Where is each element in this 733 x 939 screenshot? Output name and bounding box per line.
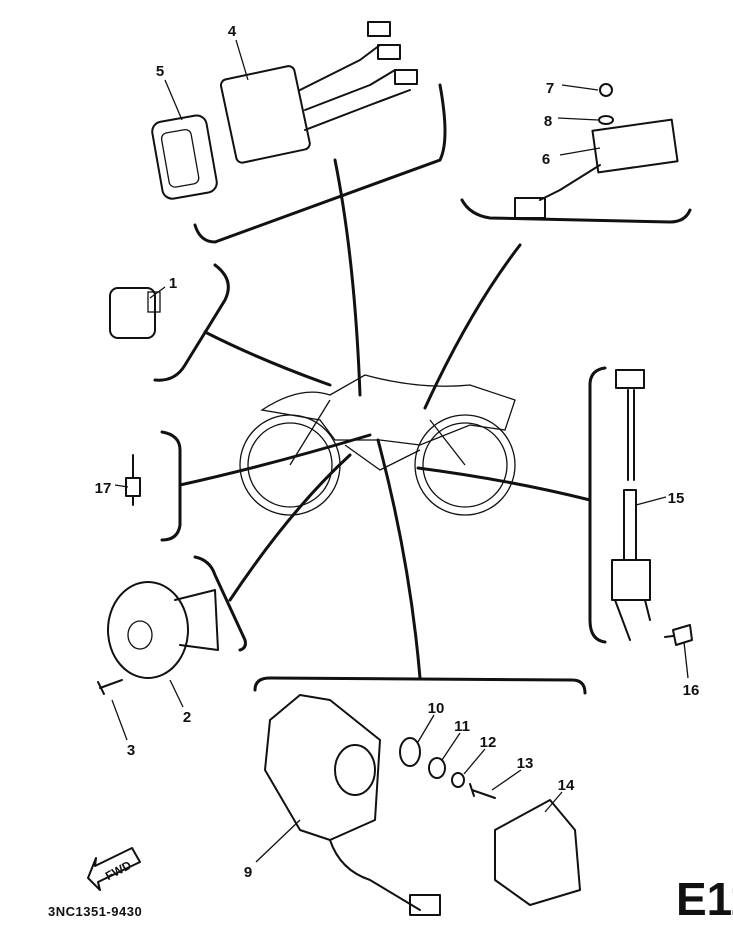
- forward-arrow-icon: FWD: [87, 847, 141, 891]
- callout-leaders: [111, 39, 689, 863]
- part-horn: [97, 581, 219, 695]
- part-flasher-relay: [109, 287, 161, 339]
- part-starter-relay: [264, 694, 581, 916]
- bracket-horn: [193, 555, 247, 652]
- part-sensor: [611, 369, 693, 646]
- bracket-top: [193, 83, 447, 244]
- bracket-flasher: [153, 263, 230, 382]
- callout-7: 7: [546, 80, 554, 97]
- bracket-rectifier: [460, 198, 692, 224]
- bracket-sensor: [588, 366, 607, 644]
- callout-6: 6: [542, 151, 550, 168]
- callout-11: 11: [454, 718, 470, 735]
- callout-9: 9: [244, 864, 252, 881]
- callout-12: 12: [480, 734, 497, 751]
- callout-1: 1: [169, 275, 177, 292]
- page-label: E11: [676, 873, 733, 925]
- callout-5: 5: [156, 63, 164, 80]
- callout-15: 15: [668, 490, 685, 507]
- part-spark-plug: [125, 454, 141, 506]
- callout-17: 17: [95, 480, 112, 497]
- part-cdi-cover: [151, 114, 218, 200]
- part-cdi-unit: [219, 21, 418, 164]
- part-rectifier: [514, 83, 679, 219]
- bracket-bottom: [253, 676, 587, 695]
- forward-label: FWD: [103, 858, 134, 883]
- callout-8: 8: [544, 113, 552, 130]
- pointer-lines: [178, 158, 592, 680]
- bracket-plug: [160, 430, 182, 542]
- callout-16: 16: [683, 682, 700, 699]
- callout-4: 4: [228, 23, 237, 40]
- callout-3: 3: [127, 742, 135, 759]
- callout-14: 14: [558, 777, 575, 794]
- callout-10: 10: [428, 700, 445, 717]
- callout-13: 13: [517, 755, 534, 772]
- drawing-code: 3NC1351-9430: [48, 904, 143, 919]
- callout-2: 2: [183, 709, 191, 726]
- motorcycle-outline: [239, 374, 516, 516]
